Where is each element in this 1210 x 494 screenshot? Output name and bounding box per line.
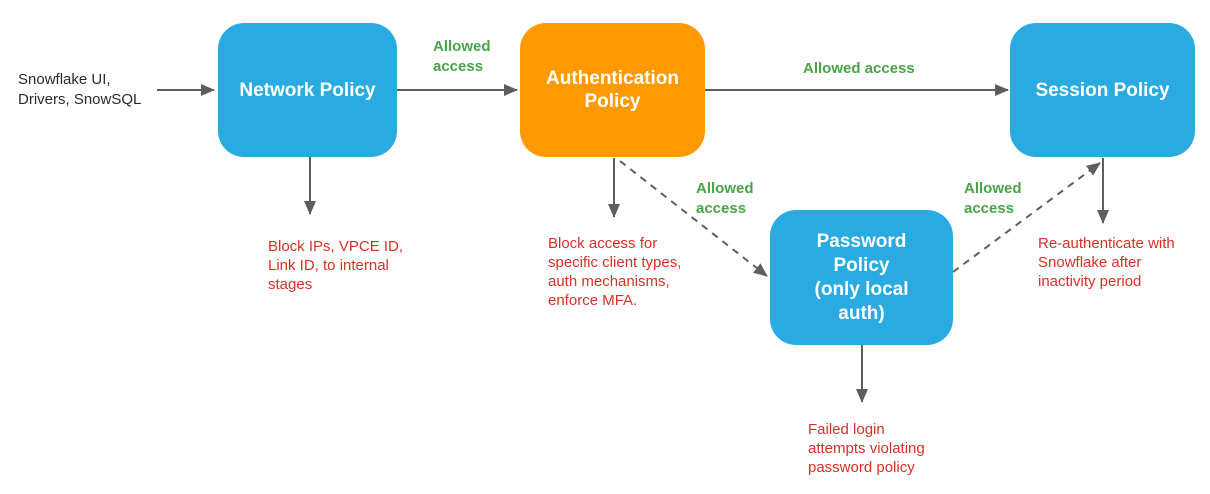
node-session-policy: Session Policy [1010,23,1195,157]
edge-label-password-to-session: Allowed access [964,180,1022,217]
annotation-session-policy: Re-authenticate with Snowflake after ina… [1038,235,1175,290]
source-clients-label: Snowflake UI, Drivers, SnowSQL [18,71,142,108]
node-authentication-policy: Authentication Policy [520,23,705,157]
annotation-network-policy: Block IPs, VPCE ID, Link ID, to internal… [268,238,404,293]
edge-label-network-to-auth: Allowed access [433,38,491,75]
edge-label-auth-to-session: Allowed access [803,60,915,77]
annotation-authentication-policy: Block access for specific client types, … [548,235,682,309]
annotation-password-policy: Failed login attempts violating password… [808,421,925,476]
node-network-policy: Network Policy [218,23,397,157]
node-password-policy: Password Policy (only local auth) [770,210,953,345]
edge-label-auth-to-password: Allowed access [696,180,754,217]
